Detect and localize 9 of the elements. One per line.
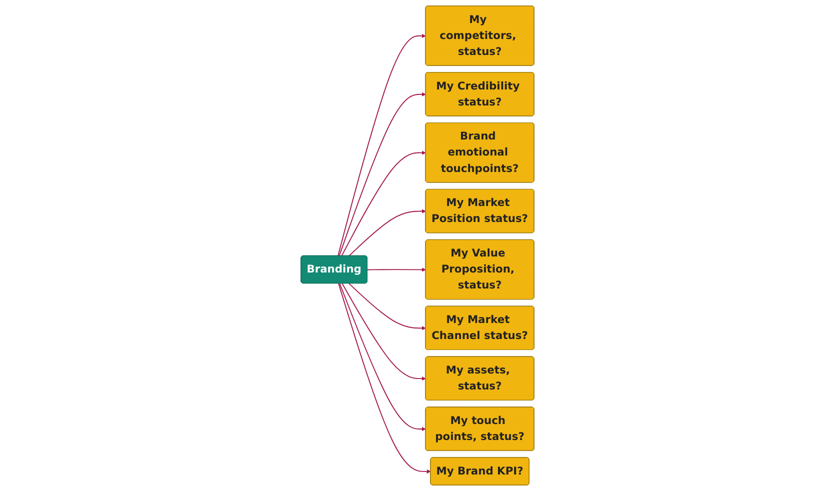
arrow [338,283,430,474]
arrow [338,92,426,256]
arrow [348,283,426,330]
arrow [341,283,426,381]
arrow [340,150,426,256]
arrow [348,209,426,256]
arrow [337,34,426,256]
arrow [366,268,426,272]
arrow [338,283,426,432]
